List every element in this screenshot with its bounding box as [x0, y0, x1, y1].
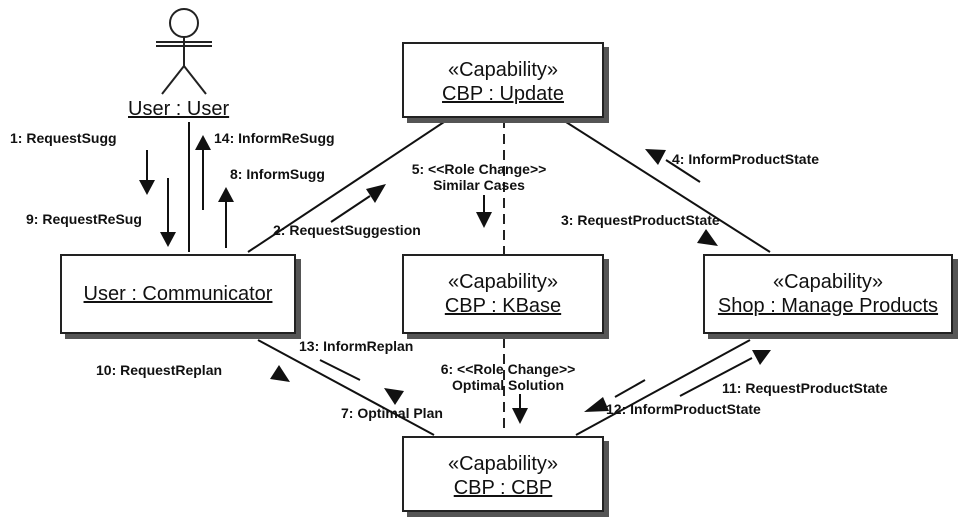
arrow-m6 [512, 394, 528, 424]
message-label-9: 9: RequestReSug [26, 211, 142, 227]
object-name: User : Communicator [83, 283, 273, 305]
actor-figure-icon [156, 8, 212, 95]
message-label-5: 5: <<Role Change>> Similar Cases [404, 161, 554, 193]
arrow-m14 [195, 135, 211, 210]
message-label-7: 7: Optimal Plan [341, 405, 443, 421]
stereotype-label: «Capability» [772, 271, 884, 293]
arrow-m11 [679, 350, 771, 397]
arrow-m8 [218, 187, 234, 248]
object-name: CBP : CBP [453, 477, 553, 499]
message-label-11: 11: RequestProductState [722, 380, 888, 396]
object-name: CBP : Update [442, 83, 564, 105]
message-label-14: 14: InformReSugg [214, 130, 335, 146]
object-cbp-kbase: «Capability» CBP : KBase [402, 254, 604, 334]
link-shop-cbp [575, 339, 751, 436]
message-label-6: 6: <<Role Change>> Optimal Solution [428, 361, 588, 393]
arrow-m9 [160, 178, 176, 247]
message-label-2: 2: RequestSuggestion [273, 222, 421, 238]
link-comm-update [247, 121, 445, 253]
message-label-6-line1: 6: <<Role Change>> [440, 361, 576, 377]
message-label-5-line2: Similar Cases [433, 177, 525, 193]
object-cbp-cbp: «Capability» CBP : CBP [402, 436, 604, 512]
object-shop-manage-products: «Capability» Shop : Manage Products [703, 254, 953, 334]
arrow-m13 [319, 359, 361, 381]
message-label-5-line1: 5: <<Role Change>> [411, 161, 547, 177]
message-label-6-line2: Optimal Solution [452, 377, 564, 393]
object-name: CBP : KBase [444, 295, 562, 317]
object-name: Shop : Manage Products [717, 295, 939, 317]
message-label-12: 12: InformProductState [606, 401, 761, 417]
message-label-10: 10: RequestReplan [96, 362, 223, 378]
actor-name: User : User [128, 98, 230, 120]
object-cbp-update: «Capability» CBP : Update [402, 42, 604, 118]
arrow-m4 [645, 149, 701, 183]
message-label-8: 8: InformSugg [230, 166, 325, 182]
arrow-m3 [697, 229, 718, 246]
arrow-m5 [476, 195, 492, 228]
link-comm-cbp [257, 339, 435, 436]
message-label-1: 1: RequestSugg [10, 130, 117, 146]
message-label-4: 4: InformProductState [672, 151, 820, 167]
arrow-m7 [384, 388, 404, 405]
arrow-m10 [270, 365, 290, 382]
message-label-3: 3: RequestProductState [561, 212, 720, 228]
object-user-communicator: User : Communicator [60, 254, 296, 334]
stereotype-label: «Capability» [447, 271, 559, 293]
stereotype-label: «Capability» [447, 453, 559, 475]
link-update-shop [565, 121, 771, 253]
arrow-m12 [584, 379, 646, 412]
message-label-13: 13: InformReplan [299, 338, 414, 354]
arrow-m1 [139, 150, 155, 195]
stereotype-label: «Capability» [447, 59, 559, 81]
arrow-m2 [330, 184, 386, 223]
